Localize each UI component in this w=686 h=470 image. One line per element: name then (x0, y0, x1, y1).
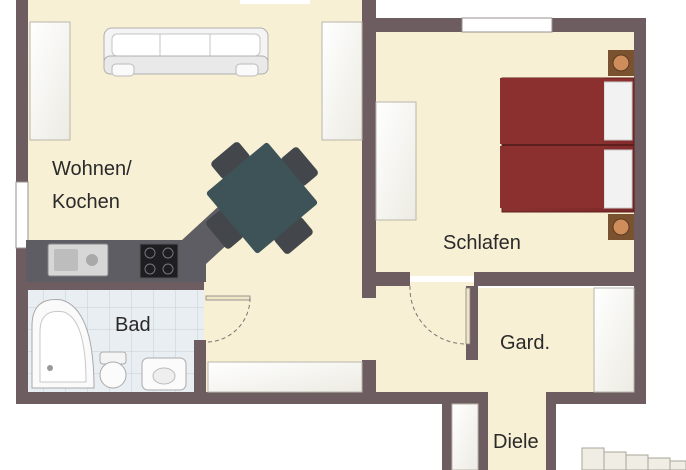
cabinet-left (29, 21, 71, 141)
label-living-line2: Kochen (52, 191, 120, 213)
floor-hall (478, 392, 548, 470)
corridor-bench (207, 361, 363, 393)
window-bedroom (461, 17, 553, 33)
window-top (240, 0, 310, 4)
toilet (99, 351, 127, 389)
hall-shelf (451, 403, 479, 470)
bathtub (31, 299, 95, 389)
label-bath: Bad (115, 314, 151, 336)
washbasin (141, 357, 187, 391)
wardrobe-unit (593, 287, 635, 393)
door-bath[interactable] (205, 295, 251, 343)
label-living-line1: Wohnen/ (52, 158, 132, 180)
kitchen-counter (26, 194, 256, 282)
label-bedroom: Schlafen (443, 232, 521, 254)
dining-table (206, 142, 318, 254)
window-left (15, 181, 29, 249)
sofa (103, 27, 269, 77)
bed (500, 50, 635, 240)
bedroom-cabinet (375, 101, 417, 221)
stove-icon (139, 243, 179, 279)
stairs (581, 447, 686, 470)
cabinet-right (321, 21, 363, 141)
label-hall: Diele (493, 431, 539, 453)
door-bedroom[interactable] (409, 285, 471, 345)
label-wardrobe: Gard. (500, 332, 550, 354)
